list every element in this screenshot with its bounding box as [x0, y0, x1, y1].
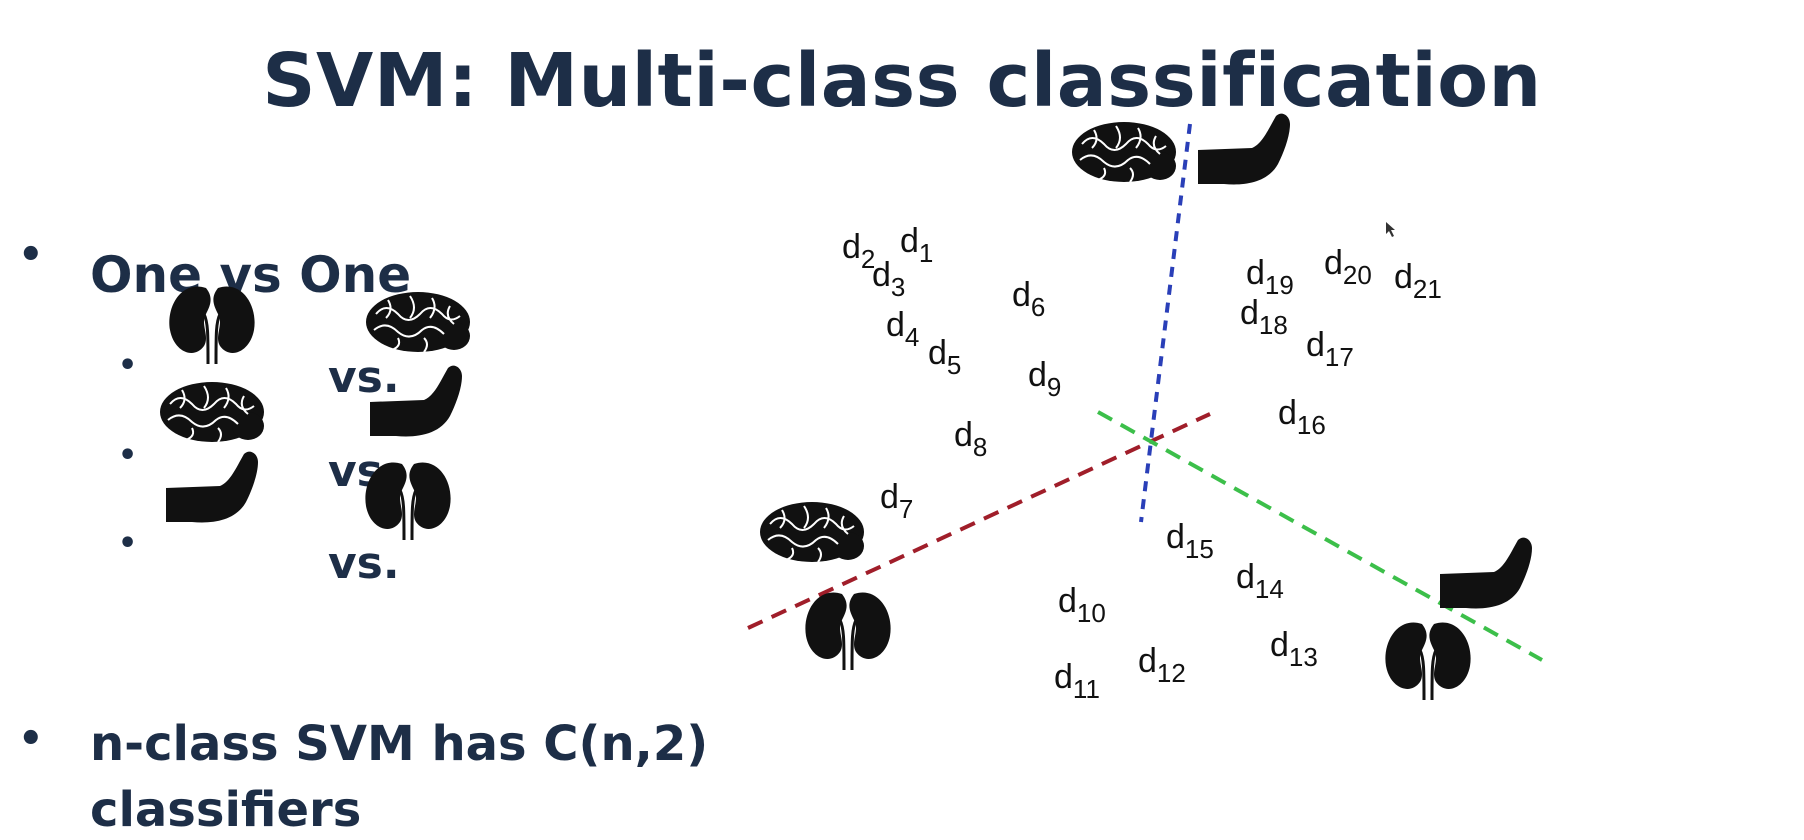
kidney-icon — [1383, 621, 1473, 702]
sub-bullet-dot: • — [118, 348, 138, 383]
foot-icon — [166, 451, 258, 523]
data-point-label: d16 — [1278, 394, 1326, 440]
brain-icon — [159, 381, 265, 443]
data-point-label: d19 — [1246, 254, 1294, 300]
foot-icon — [1198, 113, 1290, 185]
brain-icon — [759, 501, 865, 563]
foot-icon — [1440, 537, 1532, 609]
bullet-dot: • — [18, 232, 44, 278]
kidney-brain-boundary-line — [747, 412, 1211, 630]
data-point-label: d1 — [900, 222, 933, 268]
data-point-label: d10 — [1058, 582, 1106, 628]
data-point-label: d14 — [1236, 558, 1284, 604]
slide-title: SVM: Multi-class classification — [262, 38, 1542, 124]
brain-icon — [365, 291, 471, 353]
brain-foot-boundary-line — [1139, 123, 1192, 523]
data-point-label: d6 — [1012, 276, 1045, 322]
one-vs-one-heading: One vs One — [90, 246, 412, 304]
n-class-text-line2: classifiers — [90, 782, 362, 838]
data-point-label: d12 — [1138, 642, 1186, 688]
data-point-label: d9 — [1028, 356, 1061, 402]
kidney-icon — [803, 591, 893, 672]
data-point-label: d5 — [928, 334, 961, 380]
n-class-text-line1: n-class SVM has C(n,2) — [90, 716, 709, 772]
foot-kidney-boundary-line — [1097, 410, 1543, 662]
data-point-label: d20 — [1324, 244, 1372, 290]
foot-icon — [370, 365, 462, 437]
data-point-label: d4 — [886, 306, 919, 352]
data-point-label: d21 — [1394, 258, 1442, 304]
sub-bullet-dot: • — [118, 438, 138, 473]
mouse-cursor-icon — [1386, 222, 1395, 237]
data-point-label: d17 — [1306, 326, 1354, 372]
kidney-icon — [363, 461, 453, 542]
bullet-dot: • — [18, 716, 44, 762]
data-point-label: d8 — [954, 416, 987, 462]
brain-icon — [1071, 121, 1177, 183]
data-point-label: d3 — [872, 256, 905, 302]
kidney-icon — [167, 285, 257, 366]
data-point-label: d7 — [880, 478, 913, 524]
vs-label: vs. — [328, 538, 400, 589]
data-point-label: d2 — [842, 228, 875, 274]
data-point-label: d18 — [1240, 294, 1288, 340]
data-point-label: d11 — [1054, 658, 1100, 704]
data-point-label: d15 — [1166, 518, 1214, 564]
vs-label: vs. — [328, 352, 400, 403]
sub-bullet-dot: • — [118, 526, 138, 561]
data-point-label: d13 — [1270, 626, 1318, 672]
